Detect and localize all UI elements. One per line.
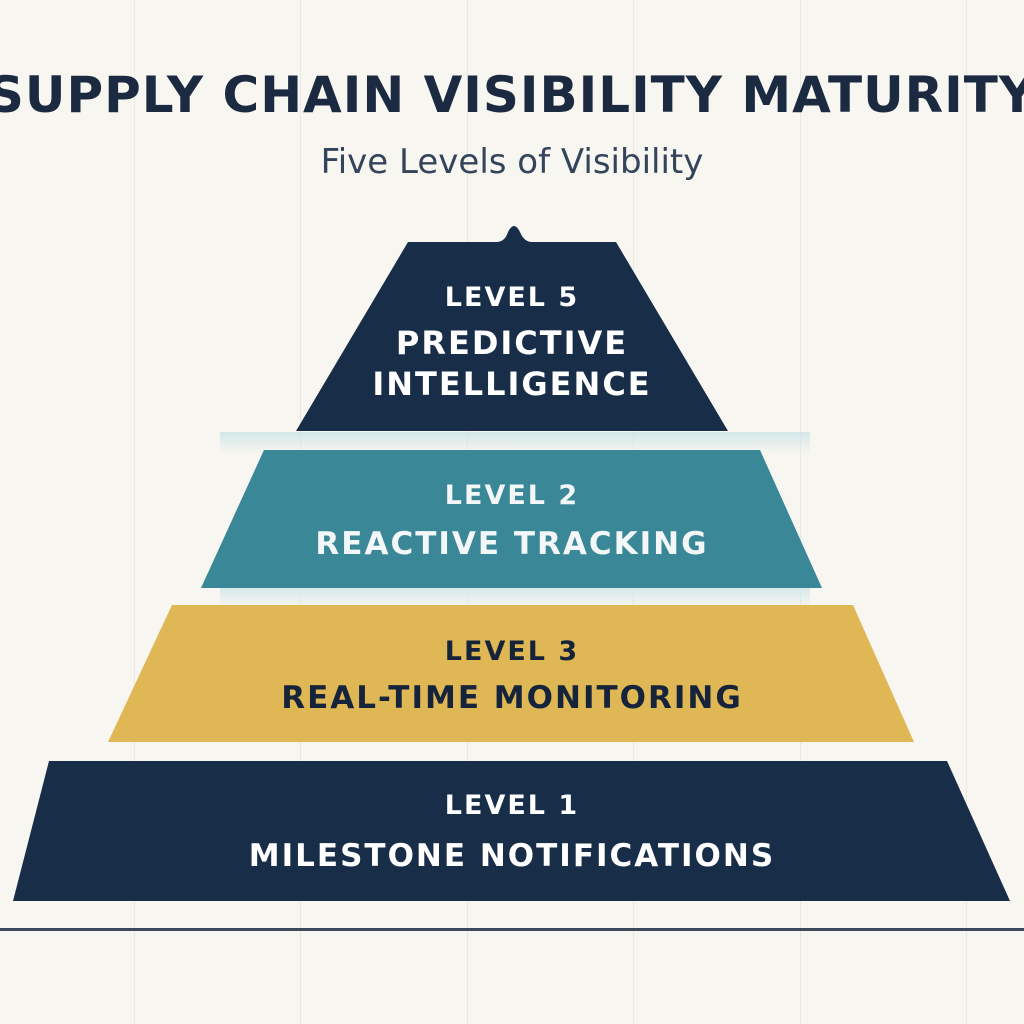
tier-1-title: MILESTONE NOTIFICATIONS: [248, 838, 776, 874]
grid-line: [134, 0, 135, 1024]
tier-3-level: LEVEL 3: [444, 636, 580, 667]
tier-1-level: LEVEL 1: [444, 790, 580, 821]
tier-5-level: LEVEL 5: [444, 282, 580, 313]
tier-5-title-line1: PREDICTIVE: [395, 324, 629, 362]
glow: [220, 586, 810, 608]
page-subtitle: Five Levels of Visibility: [320, 142, 704, 182]
page-title: SUPPLY CHAIN VISIBILITY MATURITY: [0, 66, 1024, 124]
pyramid-tier-5: [296, 226, 728, 431]
grid-line: [966, 0, 967, 1024]
glow: [220, 432, 810, 454]
pyramid-tier-2: [201, 450, 822, 588]
tier-2-title: REACTIVE TRACKING: [315, 526, 709, 562]
tier-5-title-line2: INTELLIGENCE: [372, 365, 652, 403]
tier-2-level: LEVEL 2: [444, 480, 580, 511]
baseline-divider: [0, 928, 1024, 931]
tier-3-title: REAL-TIME MONITORING: [281, 680, 743, 716]
pyramid-tier-1: [13, 761, 1010, 901]
pyramid-tier-3: [108, 605, 914, 742]
grid-line: [800, 0, 801, 1024]
